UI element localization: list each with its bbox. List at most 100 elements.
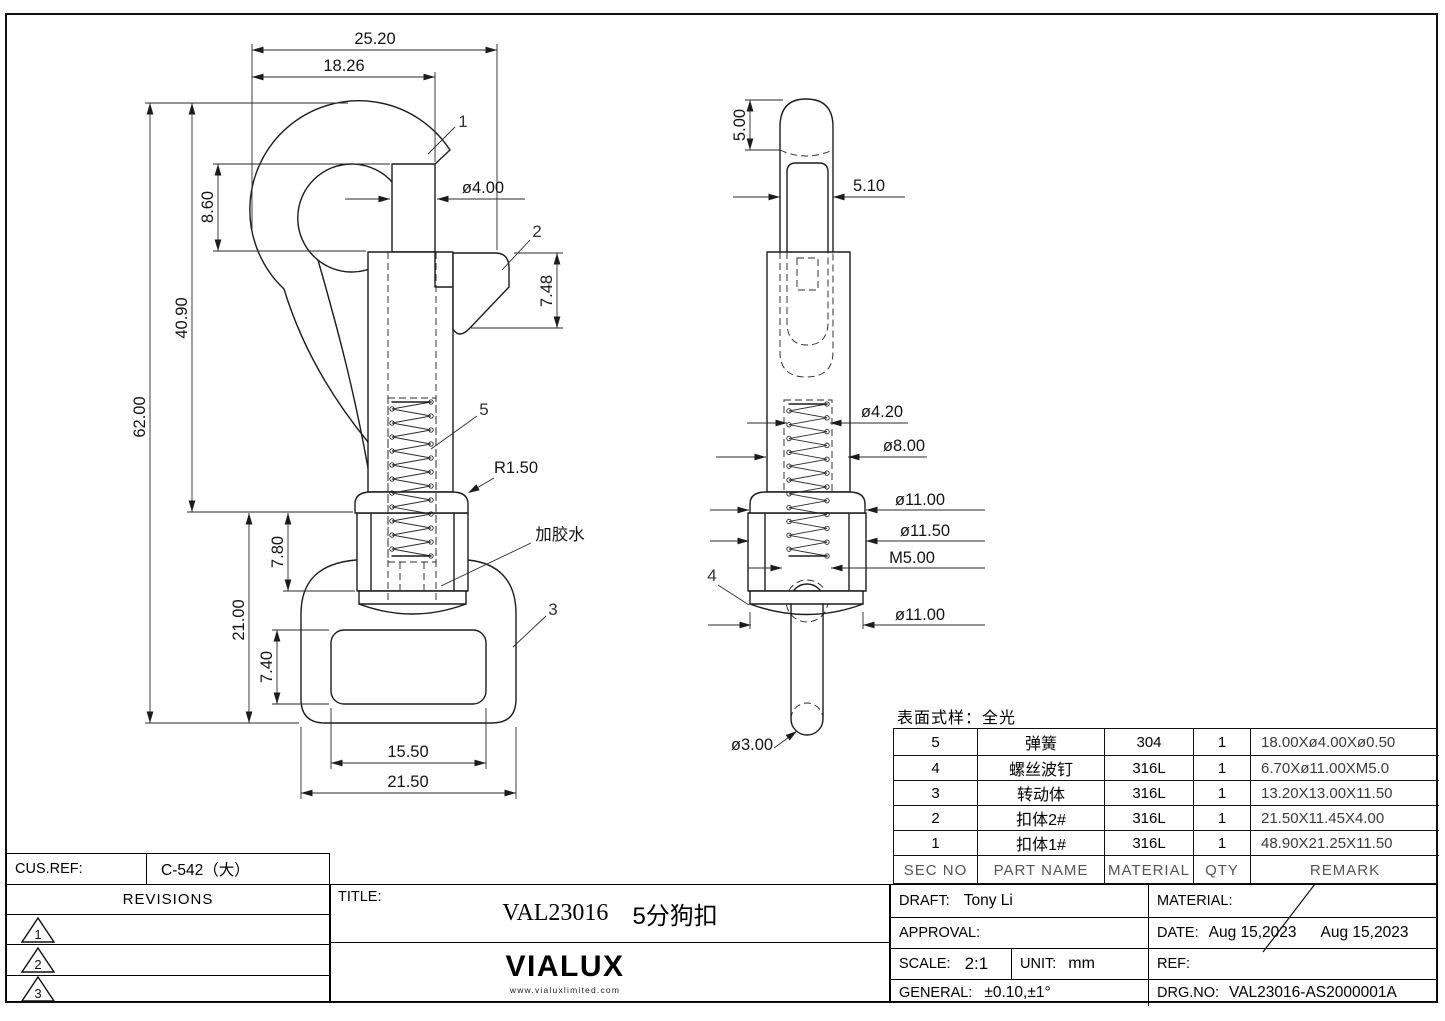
part-qty: 1: [1193, 805, 1250, 830]
dim-ring-opening-width: 15.50: [387, 743, 428, 761]
draft-label: DRAFT:: [899, 893, 950, 909]
dim-width-hook: 18.26: [323, 57, 364, 75]
cus-ref-value: C-542（大）: [161, 862, 250, 879]
ref-label: REF:: [1157, 956, 1191, 972]
part-qty: 1: [1193, 729, 1250, 755]
info-block: DRAFT: Tony Li MATERIAL: APPROVAL: DATE:…: [890, 884, 1438, 1006]
material-slash-mark: [1262, 883, 1316, 953]
callout-2: 2: [532, 222, 541, 241]
part-sec: 3: [894, 780, 977, 805]
dim-pin-dia: ø3.00: [731, 736, 773, 754]
dim-thread: M5.00: [889, 549, 935, 567]
dim-hook-length: 40.90: [173, 297, 191, 338]
header-material: MATERIAL: [1104, 855, 1193, 885]
material-label: MATERIAL:: [1157, 893, 1233, 909]
part-name: 扣体1#: [977, 830, 1104, 855]
header-sec-no: SEC NO: [894, 855, 977, 885]
side-view-geometry: [747, 98, 867, 736]
dim-rod-dia: ø8.00: [883, 437, 925, 455]
dim-width-overall: 25.20: [354, 30, 395, 48]
header-part-name: PART NAME: [977, 855, 1104, 885]
part-name: 弹簧: [977, 729, 1104, 755]
part-remark: 6.70Xø11.00XM5.0: [1250, 755, 1439, 780]
dim-ring-width: 21.50: [387, 773, 428, 791]
parts-table: 5 弹簧 304 1 18.00Xø4.00Xø0.50 4 螺丝波钉 316L…: [893, 728, 1439, 885]
callout-4: 4: [707, 566, 716, 585]
dim-swivel-height: 7.80: [269, 536, 287, 568]
surface-finish-note: 表面式样：全光: [897, 710, 1017, 727]
dim-collar-dia: ø11.00: [895, 491, 945, 509]
draft-value: Tony Li: [963, 892, 1013, 909]
date-value-2: Aug 15,2023: [1320, 924, 1409, 941]
unit-value: mm: [1068, 955, 1095, 972]
scale-label: SCALE:: [899, 956, 951, 972]
part-remark: 13.20X13.00X11.50: [1250, 780, 1439, 805]
revisions-header: REVISIONS: [7, 885, 329, 915]
general-value: ±0.10,±1°: [984, 984, 1051, 1001]
part-material: 316L: [1104, 755, 1193, 780]
front-view-geometry: [249, 100, 517, 724]
dim-ring-section-height: 21.00: [230, 599, 248, 640]
company-website: www.vialuxlimited.com: [509, 985, 621, 995]
part-name: 扣体2#: [977, 805, 1104, 830]
part-material: 316L: [1104, 780, 1193, 805]
drawing-name: 5分狗扣: [632, 903, 718, 930]
part-qty: 1: [1193, 755, 1250, 780]
front-view-dimensions: 25.20 18.26 8.60 40.90 62.00 ø4.00 7.48 …: [131, 30, 585, 791]
revision-triangle-icon: 3: [21, 976, 55, 1002]
title-label: TITLE:: [338, 889, 382, 905]
part-sec: 2: [894, 805, 977, 830]
dim-head-dia: ø11.00: [895, 606, 945, 624]
dim-gate-tab-height: 7.48: [538, 275, 556, 307]
revision-number: 1: [34, 927, 41, 942]
part-material: 316L: [1104, 830, 1193, 855]
cus-ref-label: CUS.REF:: [7, 854, 147, 884]
dim-collar-radius: R1.50: [494, 459, 538, 477]
part-qty: 1: [1193, 780, 1250, 805]
callout-3: 3: [548, 600, 557, 619]
part-material: 304: [1104, 729, 1193, 755]
part-remark: 21.50X11.45X4.00: [1250, 805, 1439, 830]
part-sec: 5: [931, 733, 940, 751]
date-label: DATE:: [1157, 925, 1199, 941]
revision-triangle-icon: 2: [21, 947, 55, 973]
dim-gate-dia: ø4.00: [462, 179, 504, 197]
part-name: 转动体: [977, 780, 1104, 805]
general-label: GENERAL:: [899, 985, 973, 1001]
header-remark: REMARK: [1250, 855, 1439, 885]
part-remark: 18.00Xø4.00Xø0.50: [1250, 729, 1439, 755]
drawing-code: VAL23016: [502, 900, 609, 926]
part-qty: 1: [1193, 830, 1250, 855]
revision-number: 2: [34, 957, 41, 972]
part-remark: 48.90X21.25X11.50: [1250, 830, 1439, 855]
dim-eye-depth: 8.60: [199, 191, 217, 223]
dim-rod-width: 5.10: [853, 177, 885, 195]
revision-triangle-icon: 1: [21, 916, 55, 943]
revision-number: 3: [34, 986, 41, 1001]
part-sec: 4: [894, 755, 977, 780]
dim-ring-opening-height: 7.40: [258, 651, 276, 683]
drg-no-label: DRG.NO:: [1157, 985, 1220, 1001]
scale-value: 2:1: [964, 954, 989, 973]
revisions-block: CUS.REF: C-542（大） REVISIONS 1 2 3: [6, 853, 330, 1002]
sheet-frame: [5, 13, 1438, 1003]
callout-5: 5: [479, 400, 488, 419]
approval-label: APPROVAL:: [899, 925, 981, 941]
side-view-dimensions: 5.00 5.10 ø4.20 ø8.00 ø11.00 ø11.50 M5.0…: [707, 109, 950, 754]
glue-note: 加胶水: [535, 525, 585, 544]
part-sec: 1: [894, 830, 977, 855]
title-section: TITLE: VAL23016 5分狗扣 VIALUX www.vialuxli…: [330, 884, 890, 1002]
header-qty: QTY: [1193, 855, 1250, 885]
drg-no-value: VAL23016-AS2000001A: [1229, 984, 1397, 1001]
company-logo: VIALUX: [505, 950, 625, 983]
dim-total-length: 62.00: [131, 396, 149, 437]
dimension-linework: [145, 44, 985, 799]
dim-tip-height: 5.00: [731, 109, 749, 141]
dim-body-dia: ø11.50: [900, 522, 950, 540]
unit-label: UNIT:: [1020, 956, 1057, 972]
part-material: 316L: [1104, 805, 1193, 830]
part-name: 螺丝波钉: [977, 755, 1104, 780]
callout-1: 1: [458, 112, 467, 131]
